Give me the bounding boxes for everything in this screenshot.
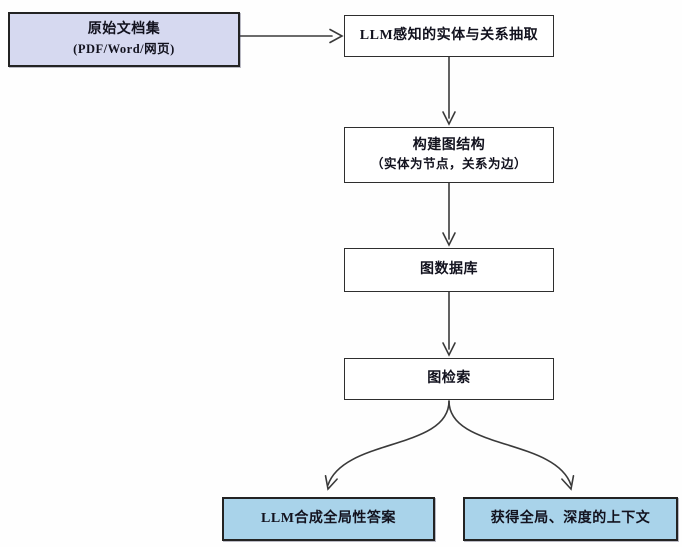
node-build-graph: 构建图结构 （实体为节点，关系为边）	[344, 127, 554, 183]
arrowhead-down-icon	[442, 342, 456, 357]
arrowhead-down-icon	[442, 111, 456, 126]
node-label: 图数据库	[420, 262, 478, 278]
arrow-retrieval-to-answer	[327, 400, 450, 486]
node-global-context: 获得全局、深度的上下文	[463, 497, 678, 541]
node-sublabel: （实体为节点，关系为边）	[370, 157, 527, 172]
node-label: 原始文档集	[87, 22, 161, 38]
node-label: LLM感知的实体与关系抽取	[359, 28, 539, 44]
node-sublabel: (PDF/Word/网页)	[73, 41, 175, 56]
arrowhead-down-icon	[324, 475, 338, 491]
arrowhead-down-icon	[442, 232, 456, 247]
arrowhead-down-icon	[561, 475, 575, 491]
node-entity-extraction: LLM感知的实体与关系抽取	[344, 15, 554, 57]
node-label: 构建图结构	[412, 137, 486, 153]
node-global-answer: LLM合成全局性答案	[222, 497, 435, 541]
arrow-retrieval-to-context	[448, 400, 572, 486]
node-source-documents: 原始文档集 (PDF/Word/网页)	[8, 12, 240, 67]
node-graph-database: 图数据库	[344, 248, 554, 292]
node-label: 获得全局、深度的上下文	[490, 511, 651, 527]
node-graph-retrieval: 图检索	[344, 358, 554, 400]
node-label: 图检索	[427, 371, 471, 387]
node-label: LLM合成全局性答案	[261, 511, 396, 527]
arrowhead-right-icon	[329, 28, 344, 44]
